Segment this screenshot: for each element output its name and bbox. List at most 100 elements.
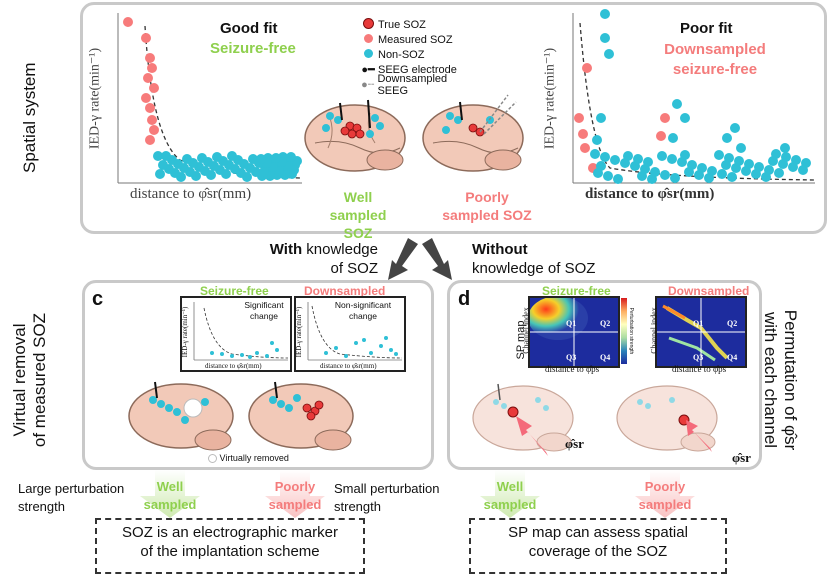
- good-fit-plot: [90, 8, 305, 208]
- inset-1-ylabel: IED-γ rate(min⁻¹): [181, 306, 189, 358]
- poor-fit-xlabel: distance to φ̂sr(mm): [585, 186, 715, 202]
- legend-seeg-electrode: ●━SEEG electrode: [361, 63, 457, 77]
- non-soz-dot: [596, 113, 606, 123]
- non-soz-dot: [271, 153, 281, 163]
- poor-fit-ylabel: IED-γ rate(min⁻¹): [542, 47, 558, 150]
- non-soz-dot: [680, 113, 690, 123]
- colorbar: [621, 298, 627, 364]
- non-soz-dot: [600, 33, 610, 43]
- colorbar-label: Perturbation strength: [628, 307, 634, 355]
- measured-soz-dot: [580, 143, 590, 153]
- non-soz-dot: [227, 151, 237, 161]
- svg-text:Q1: Q1: [693, 319, 703, 328]
- map-1-xlabel: distance to φ̂ps: [545, 364, 600, 374]
- non-soz-dot: [182, 154, 192, 164]
- non-soz-dot: [717, 169, 727, 179]
- non-soz-dot: [727, 172, 737, 182]
- non-soz-dot: [670, 173, 680, 183]
- non-soz-dot: [771, 149, 781, 159]
- measured-soz-dot: [123, 17, 133, 27]
- non-soz-dot: [724, 153, 734, 163]
- non-soz-dot: [680, 150, 690, 160]
- brain-poorly-sampled: [418, 90, 533, 180]
- down-arrows: [380, 236, 460, 286]
- legend-true-soz: True SOZ: [358, 17, 478, 32]
- non-soz-dot: [153, 151, 163, 161]
- non-soz-dot: [687, 160, 697, 170]
- panel-d-col2-title: Downsampled: [668, 284, 750, 298]
- non-soz-dot: [623, 151, 633, 161]
- non-soz-dot: [714, 150, 724, 160]
- non-soz-dot: [801, 158, 811, 168]
- non-soz-dot: [161, 151, 171, 161]
- sp-map-1: Q1 Q2 Q3 Q4: [528, 296, 620, 368]
- measured-soz-dot: [143, 73, 153, 83]
- non-soz-dot: [155, 169, 165, 179]
- non-soz-dot: [668, 133, 678, 143]
- non-soz-dot: [592, 135, 602, 145]
- measured-soz-dot: [578, 129, 588, 139]
- non-soz-dot: [212, 152, 222, 162]
- panel-c-letter: c: [92, 288, 104, 310]
- non-soz-dot: [286, 152, 296, 162]
- non-soz-dot: [158, 160, 168, 170]
- poor-fit-title: Poor fit: [680, 20, 733, 37]
- map-1-ylabel: Channel index: [521, 307, 531, 354]
- legend-measured-soz: Measured SOZ: [358, 32, 478, 47]
- non-soz-dot: [774, 168, 784, 178]
- non-soz-dot: [590, 149, 600, 159]
- non-soz-dot: [667, 154, 677, 164]
- panel-d-letter: d: [458, 288, 471, 310]
- non-soz-dot: [657, 151, 667, 161]
- non-soz-dot: [734, 156, 744, 166]
- svg-text:Q4: Q4: [600, 353, 610, 362]
- measured-soz-dot: [145, 103, 155, 113]
- svg-text:Q3: Q3: [566, 353, 576, 362]
- non-soz-dot: [610, 155, 620, 165]
- non-soz-dot: [650, 167, 660, 177]
- non-soz-dot: [781, 152, 791, 162]
- map-2-ylabel: Channel index: [649, 307, 659, 354]
- poor-fit-plot: [565, 8, 820, 208]
- panel-c-inset-2: [294, 296, 406, 372]
- non-soz-dot: [722, 133, 732, 143]
- legend-non-soz: Non-SOZ: [358, 47, 478, 62]
- svg-text:Q4: Q4: [727, 353, 737, 362]
- non-soz-dot: [596, 161, 606, 171]
- panel-d-phi-1: φ̂sr: [565, 436, 584, 451]
- non-soz-dot: [707, 166, 717, 176]
- panel-d-brain-1: [468, 380, 578, 460]
- non-soz-dot: [660, 170, 670, 180]
- non-soz-dot: [730, 123, 740, 133]
- panel-c-col1-title: Seizure-free: [200, 284, 269, 298]
- non-soz-dot: [764, 165, 774, 175]
- non-soz-dot: [197, 153, 207, 163]
- measured-soz-dot: [141, 93, 151, 103]
- panel-d-phi-2: φ̂sr: [732, 450, 751, 465]
- measured-soz-dot: [145, 53, 155, 63]
- non-soz-dot: [791, 155, 801, 165]
- good-fit-title: Good fit: [220, 20, 278, 37]
- measured-soz-dot: [147, 63, 157, 73]
- brain-well-sampled: [300, 98, 410, 178]
- virtually-removed-label: Virtually removed: [208, 453, 289, 464]
- non-soz-dot: [603, 171, 613, 181]
- non-soz-dot: [754, 162, 764, 172]
- panel-c-down-arrows: [140, 470, 340, 518]
- non-soz-dot: [744, 159, 754, 169]
- poor-fit-plot-svg: [572, 9, 816, 184]
- inset-2-ylabel: IED-γ rate(min⁻¹): [295, 306, 303, 358]
- measured-soz-dot: [574, 113, 584, 123]
- non-soz-dot: [613, 174, 623, 184]
- svg-text:Q2: Q2: [727, 319, 737, 328]
- measured-soz-dot: [656, 131, 666, 141]
